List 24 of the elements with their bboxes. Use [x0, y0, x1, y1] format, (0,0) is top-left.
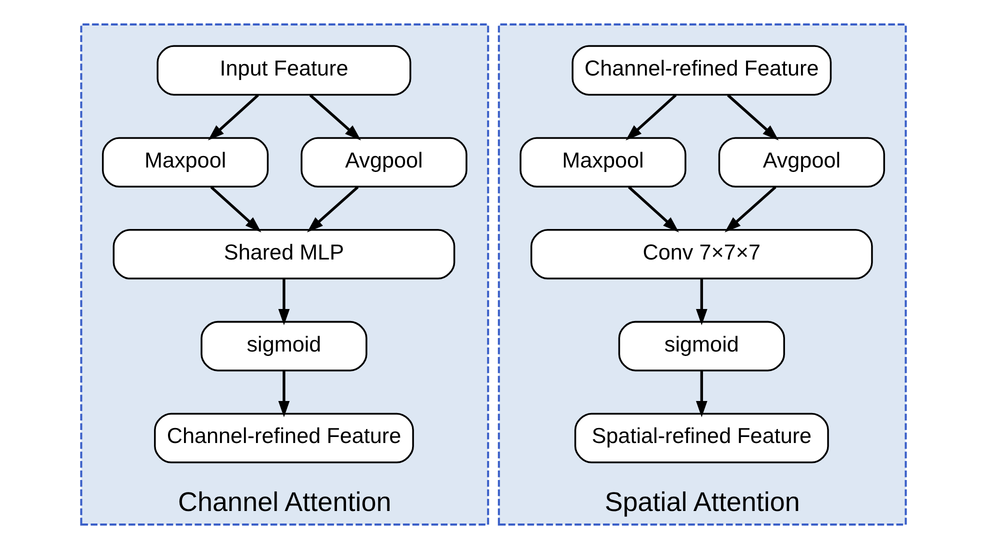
node-box: Avgpool [718, 137, 886, 188]
arrow [307, 186, 359, 232]
node-box: sigmoid [200, 320, 368, 372]
node-box: Spatial-refined Feature [574, 412, 829, 464]
node-box: sigmoid [618, 320, 785, 372]
arrow [628, 186, 679, 232]
node-box: Conv 7×7×7 [530, 229, 873, 280]
node-box: Channel-refined Feature [572, 45, 832, 96]
arrow [278, 370, 290, 418]
arrow [210, 186, 262, 232]
arrow [626, 94, 677, 140]
node-box: Shared MLP [112, 229, 456, 280]
node-box: Channel-refined Feature [154, 412, 414, 464]
arrow [727, 94, 779, 140]
arrow [208, 94, 259, 140]
node-box: Avgpool [300, 137, 468, 188]
node-box: Maxpool [102, 137, 269, 188]
arrow [309, 94, 361, 140]
arrow [696, 370, 708, 418]
arrow [278, 279, 290, 326]
node-box: Input Feature [156, 45, 412, 96]
arrow [696, 279, 708, 326]
arrow [724, 186, 776, 232]
node-box: Maxpool [520, 137, 686, 188]
